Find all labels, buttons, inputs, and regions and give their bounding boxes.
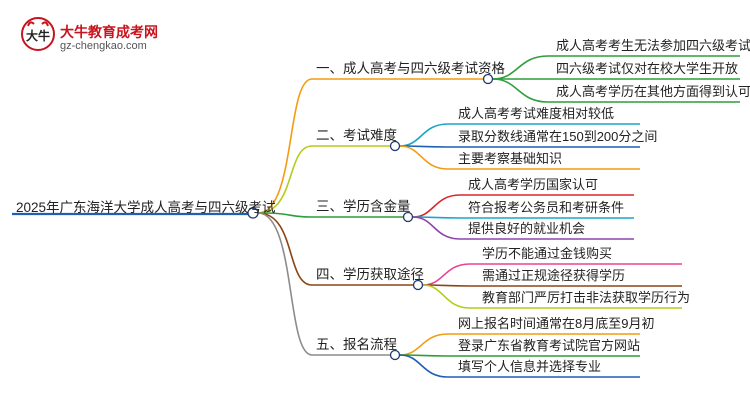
leaf-2-1[interactable]: 成人高考考试难度相对较低	[458, 106, 615, 121]
leaf-connector	[492, 78, 740, 103]
leaf-2-3[interactable]: 主要考察基础知识	[458, 151, 563, 166]
branch-node-circle[interactable]	[389, 349, 401, 361]
leaf-2-2[interactable]: 录取分数线通常在150到200分之间	[458, 129, 658, 144]
leaf-3-1[interactable]: 成人高考学历国家认可	[468, 177, 599, 192]
branch-connector	[257, 145, 313, 214]
logo-glyph: 大牛	[26, 28, 50, 43]
bull-logo-icon: 大牛	[21, 17, 55, 51]
leaf-connector	[399, 145, 640, 170]
branch-connector	[257, 78, 313, 214]
root-topic[interactable]: 2025年广东海洋大学成人高考与四六级考试	[16, 200, 276, 215]
leaf-1-3[interactable]: 成人高考学历在其他方面得到认可	[556, 84, 750, 99]
leaf-4-3[interactable]: 教育部门严厉打击非法获取学历行为	[482, 290, 691, 305]
branch-connector	[257, 212, 313, 286]
leaf-4-2[interactable]: 需通过正规途径获得学历	[482, 268, 626, 283]
branch-node-circle[interactable]	[389, 140, 401, 152]
branch-connector	[257, 212, 313, 356]
leaf-connector	[399, 145, 640, 148]
leaf-5-2[interactable]: 登录广东省教育考试院官方网站	[458, 338, 641, 353]
branch-eligibility[interactable]: 一、成人高考与四六级考试资格	[316, 61, 505, 76]
branch-node-circle[interactable]	[412, 279, 424, 291]
branch-connector	[257, 212, 313, 218]
branch-registration[interactable]: 五、报名流程	[316, 337, 397, 352]
leaf-1-1[interactable]: 成人高考考生无法参加四六级考试	[556, 38, 750, 53]
leaf-3-3[interactable]: 提供良好的就业机会	[468, 221, 586, 236]
logo-url: gz-chengkao.com	[60, 40, 147, 52]
leaf-3-2[interactable]: 符合报考公务员和考研条件	[468, 200, 625, 215]
branch-value[interactable]: 三、学历含金量	[316, 199, 411, 214]
branch-pathway[interactable]: 四、学历获取途径	[316, 267, 424, 282]
logo-title: 大牛教育成考网	[60, 24, 158, 40]
leaf-connector	[399, 354, 640, 378]
branch-node-circle[interactable]	[482, 73, 494, 85]
leaf-connector	[399, 354, 640, 357]
leaf-connector	[422, 284, 682, 287]
leaf-5-1[interactable]: 网上报名时间通常在8月底至9月初	[458, 316, 655, 331]
leaf-connector	[412, 216, 634, 240]
root-node-circle[interactable]	[247, 207, 259, 219]
leaf-connector	[412, 216, 634, 219]
leaf-connector	[422, 284, 682, 309]
branch-node-circle[interactable]	[402, 211, 414, 223]
branch-difficulty[interactable]: 二、考试难度	[316, 128, 397, 143]
site-logo[interactable]: 大牛 大牛教育成考网 gz-chengkao.com	[20, 16, 180, 56]
leaf-1-2[interactable]: 四六级考试仅对在校大学生开放	[556, 61, 739, 76]
leaf-5-3[interactable]: 填写个人信息并选择专业	[458, 359, 602, 374]
leaf-4-1[interactable]: 学历不能通过金钱购买	[482, 246, 613, 261]
